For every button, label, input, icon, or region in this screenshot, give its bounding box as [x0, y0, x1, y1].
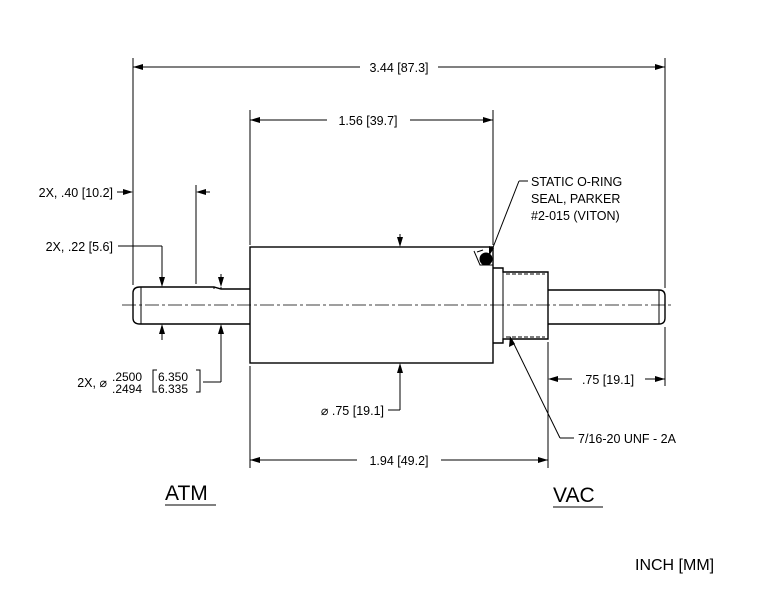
- flange-to-end-dim: 1.94 [49.2]: [249, 342, 549, 468]
- shaft-dia-dim: 2X, ⌀ .2500 .2494 6.350 6.335: [77, 324, 224, 396]
- oring-callout: STATIC O-RING SEAL, PARKER #2-015 (VITON…: [489, 175, 622, 256]
- oring-line-2: SEAL, PARKER: [531, 192, 620, 206]
- atm-shaft: [132, 286, 250, 325]
- units-label: INCH [MM]: [635, 557, 714, 574]
- shaft-dia-in-max: .2500: [112, 370, 142, 384]
- oring-line-1: STATIC O-RING: [531, 175, 622, 189]
- shaft-dia-prefix: 2X, ⌀: [77, 376, 107, 390]
- body-dia-label: ⌀ .75 [19.1]: [321, 404, 384, 418]
- body-dia-dim: ⌀ .75 [19.1]: [321, 234, 403, 418]
- body-length-dim: 1.56 [39.7]: [249, 110, 494, 245]
- shaft-dia-in-min: .2494: [112, 382, 142, 396]
- vac-shaft-dim: .75 [19.1]: [548, 327, 666, 387]
- overall-length-dim: 3.44 [87.3]: [132, 58, 666, 288]
- body-length-label: 1.56 [39.7]: [338, 114, 397, 128]
- thread-spec-label: 7/16-20 UNF - 2A: [578, 432, 677, 446]
- shaft-flat-dim: 2X, .40 [10.2]: [39, 185, 210, 284]
- shaft-dia-mm-min: 6.335: [158, 382, 188, 396]
- part-outline: [122, 246, 672, 364]
- thread-callout: 7/16-20 UNF - 2A: [509, 336, 677, 446]
- flange-to-end-label: 1.94 [49.2]: [369, 454, 428, 468]
- vac-shaft: [548, 289, 666, 325]
- vac-shaft-label: .75 [19.1]: [582, 373, 634, 387]
- shaft-step-label: 2X, .22 [5.6]: [46, 240, 113, 254]
- threaded-flange: [493, 267, 549, 344]
- atm-label: ATM: [165, 482, 208, 505]
- shaft-step-dim: 2X, .22 [5.6]: [46, 240, 224, 287]
- oring-line-3: #2-015 (VITON): [531, 209, 620, 223]
- vac-label: VAC: [553, 484, 595, 507]
- shaft-dia-mm-max: 6.350: [158, 370, 188, 384]
- shaft-flat-label: 2X, .40 [10.2]: [39, 186, 113, 200]
- o-ring: [479, 252, 493, 266]
- overall-length-label: 3.44 [87.3]: [369, 61, 428, 75]
